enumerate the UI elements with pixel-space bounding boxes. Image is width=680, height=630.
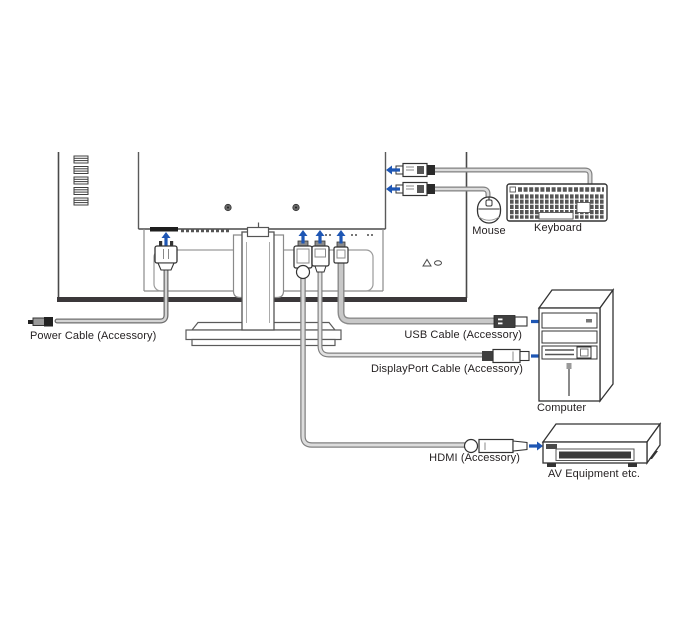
usb-cable-end-plug xyxy=(493,315,528,328)
stand-hook xyxy=(246,226,270,238)
up-arrow-icon xyxy=(298,230,308,244)
computer-label: Computer xyxy=(537,402,586,414)
cable-end-plugs xyxy=(28,315,530,454)
hdmi-cable xyxy=(300,276,469,448)
up-arrow-icon xyxy=(161,232,171,246)
displayport-cable xyxy=(317,267,490,358)
up-arrow-icon xyxy=(315,230,325,244)
up-arrow-icon xyxy=(336,230,346,244)
hdmi-cable-label: HDMI (Accessory) xyxy=(429,452,520,464)
right-arrow-icon xyxy=(529,441,543,451)
left-arrow-icon xyxy=(386,184,400,194)
left-arrow-icon xyxy=(386,165,400,175)
usb-cable-label: USB Cable (Accessory) xyxy=(404,329,522,341)
spacebar-key xyxy=(538,212,574,220)
mouse-label: Mouse xyxy=(472,225,506,237)
ac-inlet-port xyxy=(150,227,178,232)
power-cable xyxy=(54,263,169,324)
monitor-plugs xyxy=(154,162,435,280)
displayport-cable-end-plug xyxy=(482,348,530,364)
stand-column xyxy=(241,231,275,331)
computer-icon xyxy=(537,287,615,403)
monitor-stand xyxy=(185,222,342,347)
power-cable-label: Power Cable (Accessory) xyxy=(30,330,156,342)
hdmi-cable-end-plug xyxy=(463,438,528,454)
usb-b-plug xyxy=(333,241,349,264)
keyboard-cable xyxy=(430,167,593,187)
av-equipment-icon xyxy=(541,421,662,467)
mouse-cable xyxy=(430,186,491,201)
power-plug xyxy=(154,241,178,271)
hdmi-plug xyxy=(293,240,313,280)
kensington-lock-icon xyxy=(422,258,442,267)
cables xyxy=(54,167,593,448)
port-markings xyxy=(325,234,373,236)
keyboard-usb-plug xyxy=(395,162,435,178)
displayport-plug xyxy=(311,240,330,273)
screw-icon xyxy=(224,203,300,212)
labels: Power Cable (Accessory) USB Cable (Acces… xyxy=(30,222,640,480)
displayport-cable-label: DisplayPort Cable (Accessory) xyxy=(371,363,523,375)
vent-slots xyxy=(73,155,89,206)
mouse-icon xyxy=(476,196,502,224)
power-cable-end-plug xyxy=(28,317,53,327)
keyboard-label: Keyboard xyxy=(534,222,582,234)
usb-cable xyxy=(337,258,501,325)
av-equipment-label: AV Equipment etc. xyxy=(548,468,640,480)
keyboard-icon xyxy=(506,183,608,222)
mouse-usb-plug xyxy=(395,181,435,197)
